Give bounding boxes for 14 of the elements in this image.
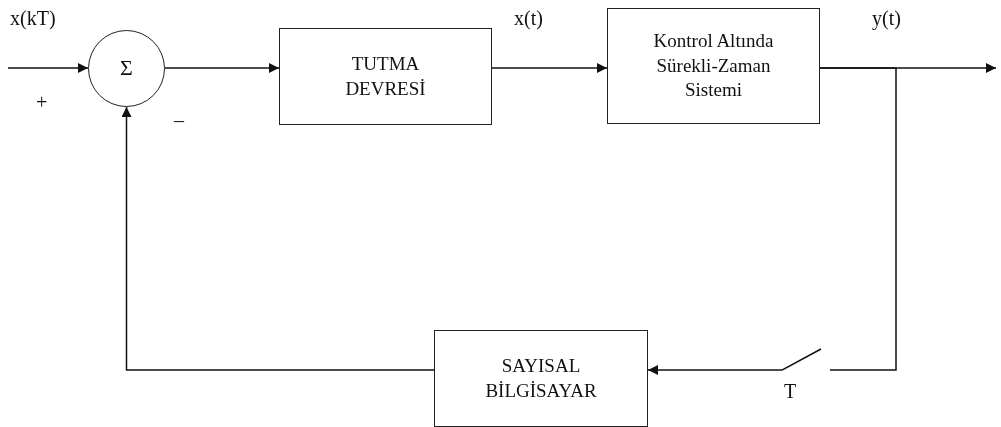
process-box: SAYISAL BİLGİSAYAR xyxy=(434,330,648,427)
summing-junction: Σ xyxy=(88,30,165,107)
line xyxy=(819,67,897,371)
sampling-label: T xyxy=(784,381,797,401)
process-box: Kontrol Altında Sürekli-Zaman Sistemi xyxy=(607,8,820,124)
arrow xyxy=(121,106,435,371)
arrow xyxy=(164,63,280,73)
signal-label: x(t) xyxy=(514,8,543,28)
process-box: TUTMA DEVRESİ xyxy=(279,28,492,125)
arrow xyxy=(491,63,608,73)
arrow xyxy=(7,63,89,73)
signal-label: x(kT) xyxy=(10,8,56,28)
arrow xyxy=(647,365,783,375)
signal-label: y(t) xyxy=(872,8,901,28)
